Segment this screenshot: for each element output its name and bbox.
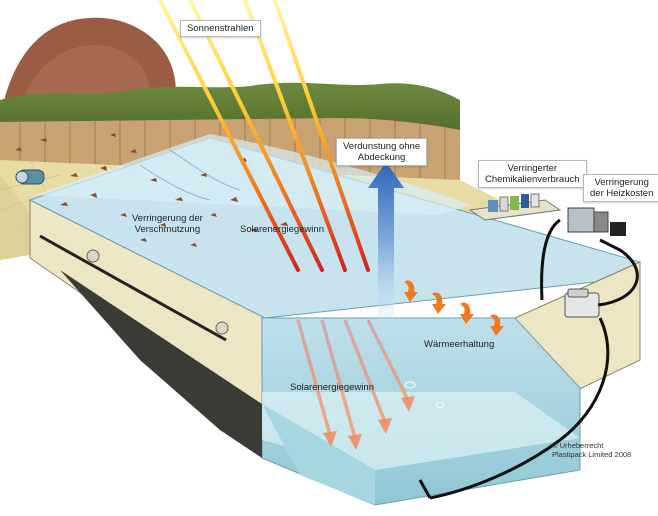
sun-ray-underwater	[343, 319, 387, 423]
pool-surface	[28, 134, 642, 319]
sun-ray-arrowhead	[401, 396, 415, 412]
sun-ray	[158, 0, 300, 272]
label-solar-gain-top: Solarenergiegewinn	[240, 224, 324, 235]
sun-ray-underwater	[320, 319, 357, 439]
copyright-notice: © Urheberrecht Plastipack Limited 2008	[552, 441, 632, 459]
sun-ray	[188, 0, 324, 272]
pool-heater	[567, 207, 626, 236]
label-dirt: Verringerung der Verschmutzung	[132, 213, 203, 235]
leaves	[15, 133, 288, 247]
label-solar-gain-bottom: Solarenergiegewinn	[290, 382, 374, 393]
label-heat-retention: Wärmeerhaltung	[424, 339, 495, 350]
heat-arrow	[404, 280, 418, 302]
label-sun-rays: Sonnenstrahlen	[180, 20, 261, 37]
cover-reel	[15, 169, 45, 185]
pool-pump	[564, 288, 600, 318]
pipes	[418, 218, 639, 500]
heat-retention-arrows	[404, 280, 504, 336]
sun-rays	[158, 0, 415, 450]
sun-ray	[243, 0, 347, 272]
label-chemicals: Verringerter Chemikalienverbrauch	[478, 160, 587, 188]
heat-arrow	[432, 292, 446, 314]
sun-ray-underwater	[366, 319, 410, 401]
chemicals-shelf	[468, 193, 562, 221]
sun-ray-underwater	[296, 319, 332, 436]
label-heating: Verringerung der Heizkosten	[583, 174, 658, 202]
sun-ray-arrowhead	[378, 418, 392, 434]
heat-arrow	[460, 302, 474, 324]
sun-ray-arrowhead	[323, 431, 337, 447]
bubbles	[404, 381, 445, 408]
heat-arrow	[490, 314, 504, 336]
sun-ray-arrowhead	[348, 434, 362, 450]
pool-cutaway-water	[140, 317, 581, 506]
evaporation-arrow	[368, 162, 404, 320]
sun-ray	[273, 0, 370, 272]
label-evaporation: Verdunstung ohne Abdeckung	[336, 138, 428, 166]
